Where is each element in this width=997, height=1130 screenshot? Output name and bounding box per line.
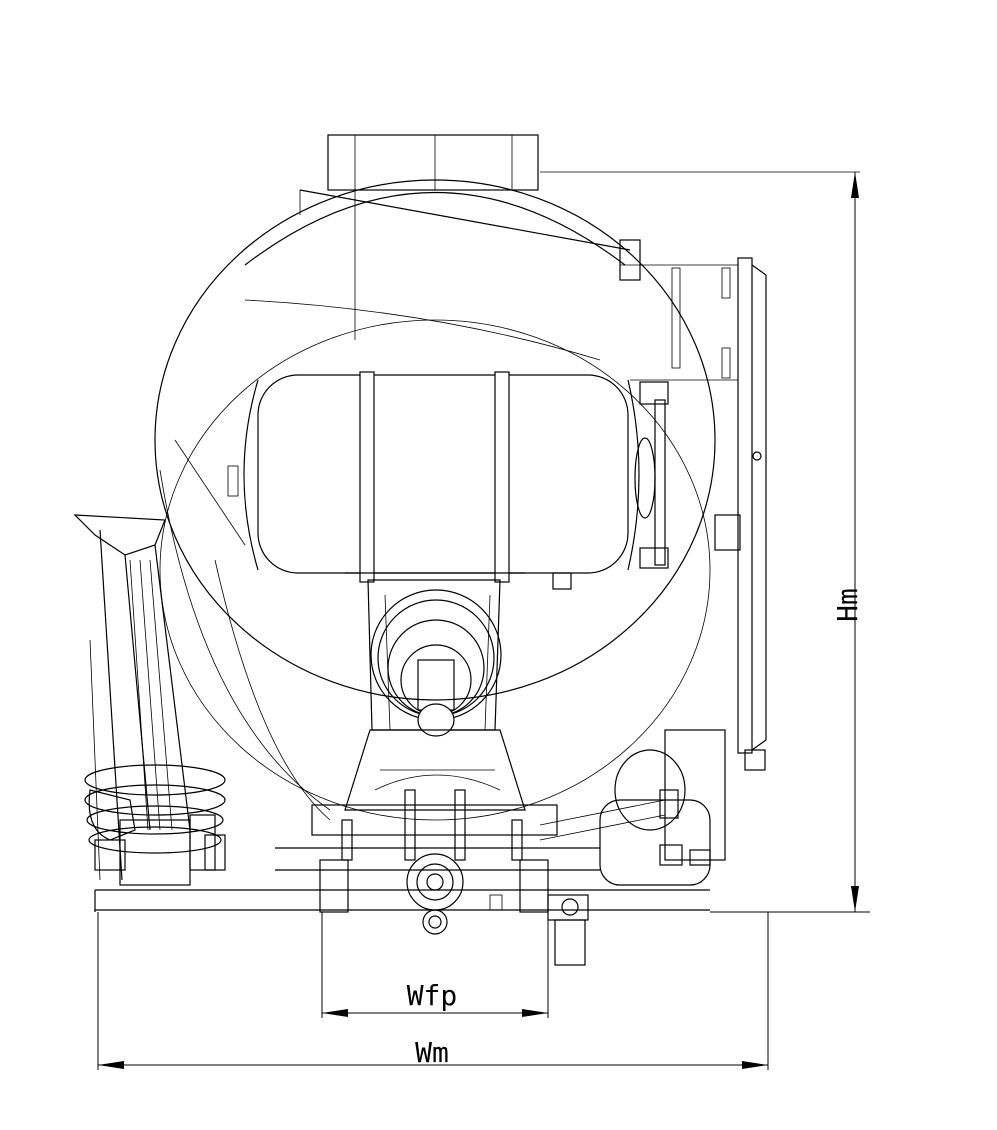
chassis-frame: [94, 789, 710, 913]
dimension-wfp-label: Wfp: [407, 979, 458, 1012]
dimension-wfp: Wfp: [321, 912, 549, 1018]
top-chute: [299, 134, 860, 340]
side-ladder: [619, 239, 767, 771]
dimension-wm-label: Wm: [415, 1036, 449, 1069]
right-reservoir: [599, 729, 726, 886]
central-gearbox: [367, 579, 502, 737]
water-tank: [227, 371, 640, 590]
drive-pump: [406, 853, 589, 966]
dimension-hm-label: Hm: [831, 588, 864, 622]
dimension-hm: Hm: [710, 172, 870, 913]
coil-spring-assembly: [84, 764, 226, 886]
lower-support: [344, 729, 526, 811]
dimension-wm: Wm: [97, 912, 769, 1070]
mixer-drum: [154, 179, 716, 821]
